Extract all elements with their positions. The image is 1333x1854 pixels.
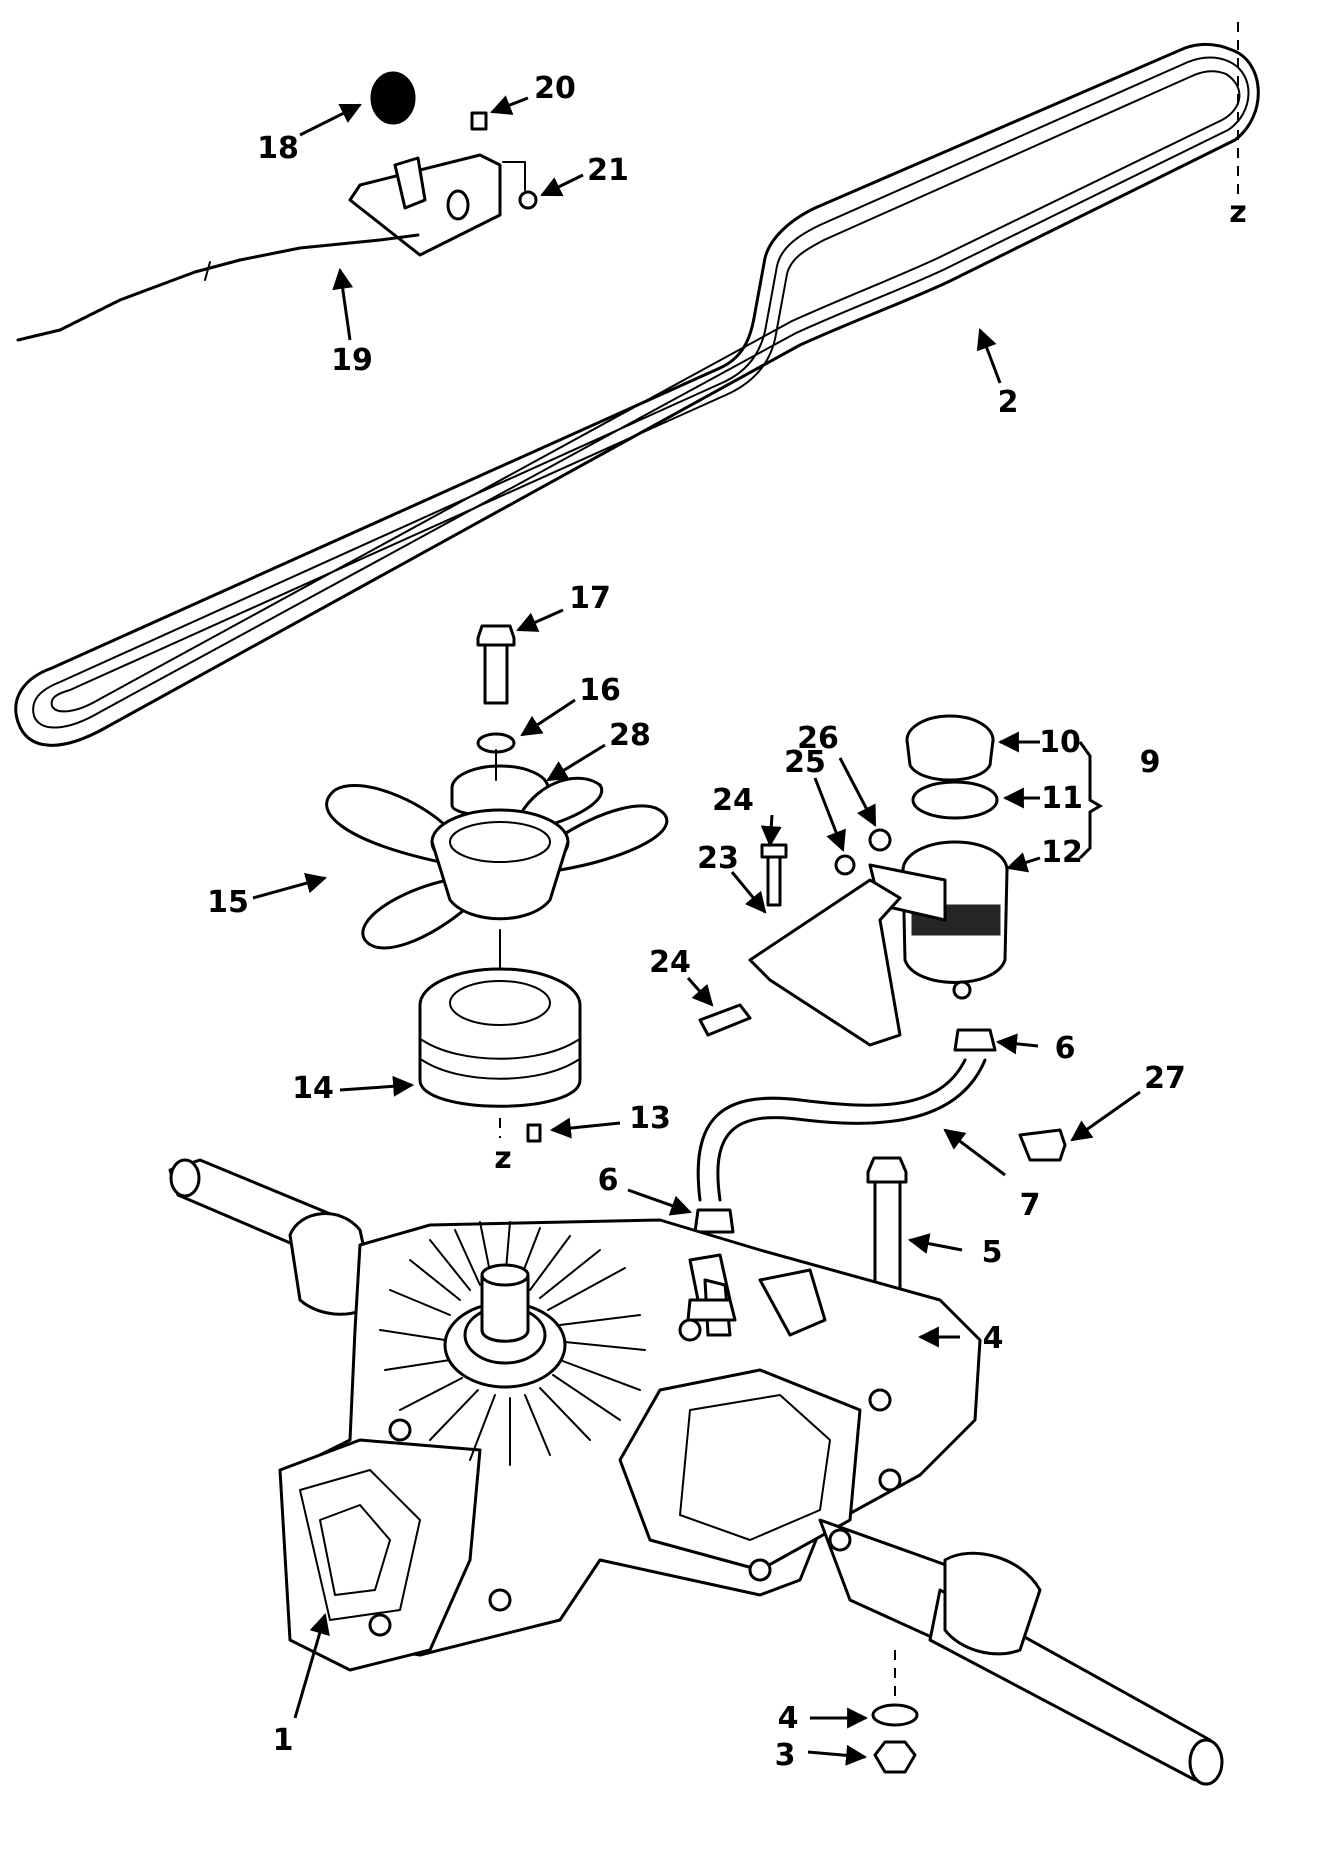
callout-11: 11 — [1041, 781, 1083, 816]
differential-housing — [618, 1368, 862, 1572]
callout-28: 28 — [609, 718, 651, 753]
lever-arm — [393, 156, 427, 210]
callout-4-bottom: 4 — [778, 1701, 799, 1736]
callout-23: 23 — [697, 841, 739, 876]
callout-25: 25 — [784, 745, 826, 780]
screw-24-top — [766, 853, 782, 907]
callout-1: 1 — [273, 1723, 294, 1758]
reservoir-gasket-11 — [911, 780, 999, 820]
transaxle-end-cover — [278, 1438, 482, 1672]
callout-2: 2 — [998, 385, 1019, 420]
callout-7: 7 — [1020, 1188, 1041, 1223]
washer-25 — [834, 854, 856, 876]
callout-3: 3 — [775, 1738, 796, 1773]
callout-24-top: 24 — [712, 783, 754, 818]
washer-4-bottom — [871, 1703, 919, 1727]
control-lever-assembly — [16, 71, 538, 342]
reservoir-bracket-23 — [748, 878, 902, 1047]
callout-9: 9 — [1140, 745, 1161, 780]
callout-6-bottom: 6 — [598, 1163, 619, 1198]
input-shaft — [480, 1263, 530, 1287]
screw-20 — [470, 111, 488, 131]
callout-24-side: 24 — [649, 945, 691, 980]
transaxle-1 — [168, 1158, 1224, 1786]
callout-19: 19 — [331, 343, 373, 378]
nut-26 — [868, 828, 892, 852]
key-13 — [526, 1123, 542, 1143]
callout-13: 13 — [629, 1101, 671, 1136]
callout-17: 17 — [569, 581, 611, 616]
callout-14: 14 — [292, 1071, 334, 1106]
lever-knob — [370, 71, 416, 125]
callout-12: 12 — [1041, 835, 1083, 870]
fan-blade — [361, 878, 472, 950]
callout-6-top: 6 — [1055, 1031, 1076, 1066]
callout-5: 5 — [982, 1235, 1003, 1270]
control-cable — [16, 233, 420, 342]
callout-15: 15 — [207, 885, 249, 920]
callout-21: 21 — [587, 153, 629, 188]
hose-fittings — [693, 1028, 1067, 1774]
fan-blade — [553, 804, 669, 872]
nut-21 — [518, 190, 538, 210]
drive-belt — [14, 22, 1260, 747]
fitting-6-bottom — [693, 1208, 735, 1234]
callout-4-top: 4 — [983, 1321, 1004, 1356]
fan-blade — [325, 784, 450, 864]
axis-marker-z-top: z — [1229, 195, 1246, 230]
reservoir-assembly — [698, 714, 1009, 1047]
callout-27: 27 — [1144, 1061, 1186, 1096]
callout-10: 10 — [1039, 725, 1081, 760]
axis-marker-z-bottom: z — [494, 1141, 511, 1176]
elbow-27 — [1018, 1128, 1067, 1162]
bolt-5 — [873, 1178, 902, 1302]
callouts: 1 2 3 4 4 5 6 6 7 9 10 11 12 13 14 15 16 — [207, 71, 1186, 1773]
callout-20: 20 — [534, 71, 576, 106]
nut-3 — [873, 1740, 917, 1774]
screw-24-side — [698, 1003, 752, 1037]
callout-18: 18 — [257, 131, 299, 166]
callout-16: 16 — [579, 673, 621, 708]
fan-stack — [325, 624, 669, 1143]
callout-26: 26 — [797, 721, 839, 756]
lever-bracket — [348, 153, 502, 257]
fitting-6-top — [953, 1028, 997, 1052]
